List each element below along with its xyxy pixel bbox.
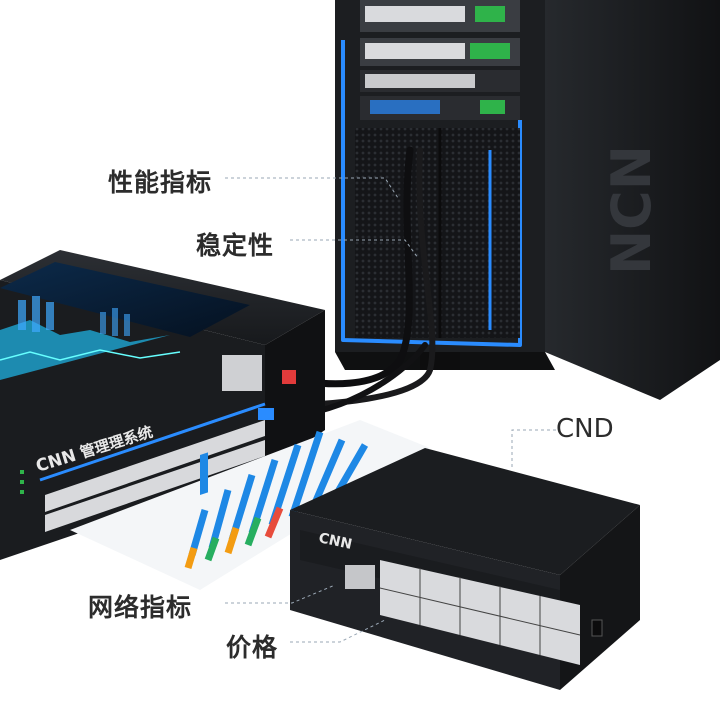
dashboard-screen (0, 262, 250, 337)
small-switch-brand: CNN (317, 530, 353, 553)
callout-stability: 稳定性 (196, 231, 275, 260)
callout-leaders (225, 177, 556, 643)
report-sheet (70, 420, 430, 590)
callout-network: 网络指标 (88, 593, 193, 622)
server-cabinet: NCN (335, 0, 720, 400)
callout-cnd: CND (556, 414, 614, 444)
callout-performance: 性能指标 (108, 168, 213, 197)
callout-price: 价格 (226, 633, 279, 662)
server-brand-label: NCN (600, 145, 663, 275)
small-switch: CNN (290, 448, 640, 690)
